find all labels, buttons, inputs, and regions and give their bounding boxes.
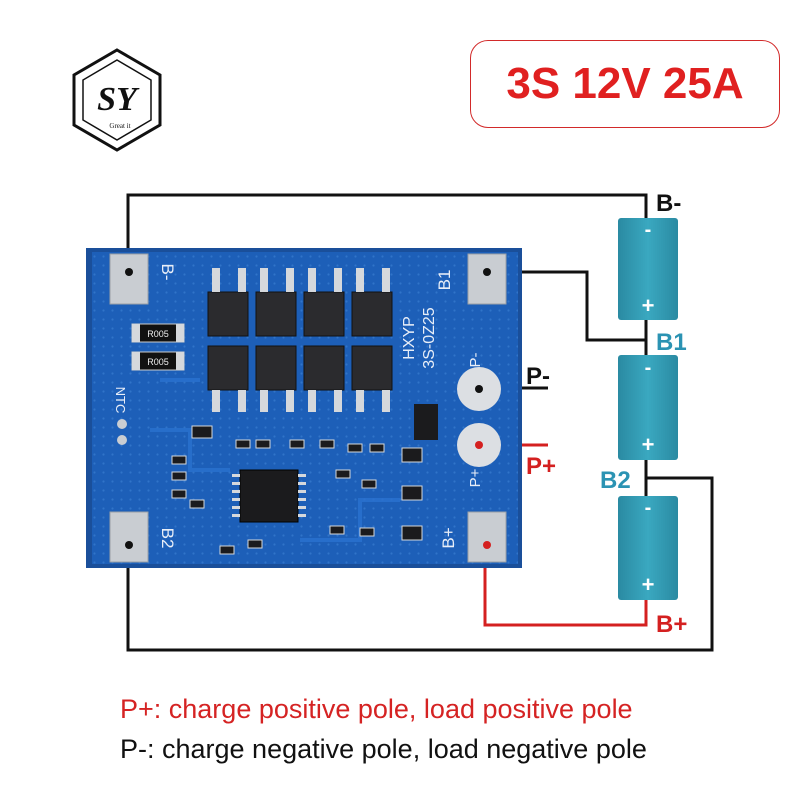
model-line2: 3S-0Z25 [421, 307, 438, 368]
logo-letters: SY [97, 81, 140, 118]
resistor-marking-1: R005 [147, 329, 169, 339]
silk-b-plus: B+ [439, 527, 458, 548]
cell-2-positive: + [642, 432, 655, 457]
label-p-plus: P+ [526, 453, 556, 480]
model-line1: HXYP [401, 316, 418, 360]
label-b2: B2 [600, 467, 631, 494]
pad-b-minus [109, 253, 149, 305]
cell-2-negative: - [645, 357, 652, 379]
cell-1-negative: - [645, 219, 652, 241]
silk-b2: B2 [158, 528, 177, 549]
pad-b1 [467, 253, 507, 305]
silk-b-minus: B- [158, 264, 177, 281]
silk-b1: B1 [435, 270, 454, 291]
label-b1: B1 [656, 329, 687, 356]
brand-logo: SY Great it [72, 48, 162, 152]
silk-p-minus: P- [467, 352, 484, 367]
cell-3-negative: - [645, 497, 652, 519]
logo-tagline: Great it [109, 122, 130, 130]
cell-1-positive: + [642, 293, 655, 318]
control-ic [239, 469, 299, 523]
silk-p-plus: P+ [467, 468, 484, 487]
note-p-plus: P+: charge positive pole, load positive … [120, 694, 633, 724]
resistor-marking-2: R005 [147, 357, 169, 367]
pad-b-plus [467, 511, 507, 563]
pad-b2 [109, 511, 149, 563]
note-p-minus: P-: charge negative pole, load negative … [120, 734, 647, 764]
label-b-minus: B- [656, 190, 681, 217]
battery-cell-1: - + [618, 218, 678, 320]
battery-cell-3: - + [618, 496, 678, 600]
label-b-plus: B+ [656, 611, 687, 638]
label-p-minus: P- [526, 363, 550, 390]
spec-badge: 3S 12V 25A [470, 40, 780, 128]
silk-ntc: NTC [113, 387, 128, 414]
mosfet-array [207, 291, 393, 391]
cell-3-positive: + [642, 572, 655, 597]
shunt-resistors: R005 R005 [131, 323, 185, 371]
battery-cell-2: - + [618, 355, 678, 460]
bms-board: B- B1 B2 B+ NTC HXYP 3S-0Z25 [86, 248, 522, 568]
